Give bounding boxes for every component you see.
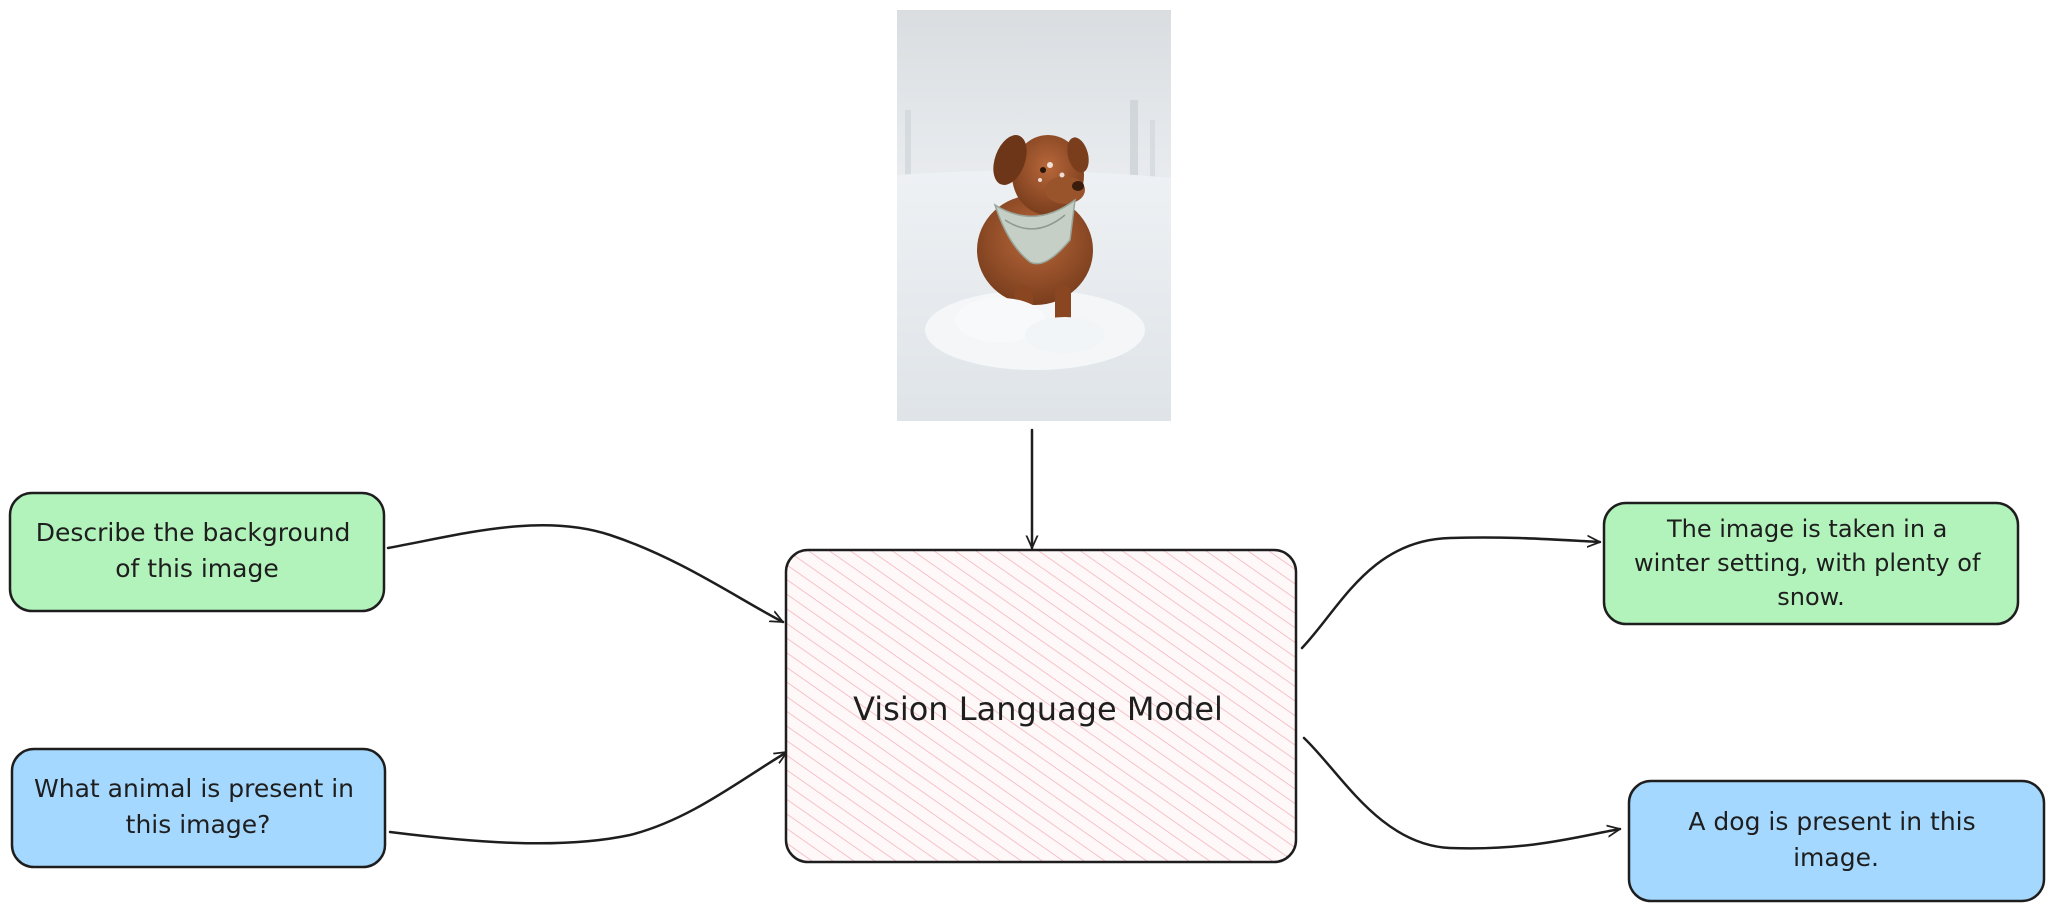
dog-photo xyxy=(897,10,1171,421)
edge-animal-question-to-model xyxy=(388,750,789,845)
background-answer-line-3: snow. xyxy=(1777,583,1844,611)
background-question-line-1: Describe the background xyxy=(36,518,351,547)
model-node: Vision Language Model xyxy=(784,548,1298,864)
animal-question-node: What animal is present in this image? xyxy=(10,747,387,869)
svg-text:The image is taken in a: The image is taken in a winter setting, … xyxy=(1634,515,1988,611)
animal-answer-line-1: A dog is present in this xyxy=(1688,807,1975,836)
svg-text:Describe the background: Describe the background of this image xyxy=(36,518,359,583)
animal-answer-node: A dog is present in this image. xyxy=(1627,779,2046,903)
animal-question-line-2: this image? xyxy=(126,810,271,839)
background-answer-node: The image is taken in a winter setting, … xyxy=(1602,501,2020,626)
background-answer-line-1: The image is taken in a xyxy=(1666,515,1947,543)
edge-model-to-animal-answer xyxy=(1302,736,1622,850)
svg-text:What animal is present in: What animal is present in this image? xyxy=(34,774,362,839)
background-answer-line-2: winter setting, with plenty of xyxy=(1634,549,1981,577)
model-label: Vision Language Model xyxy=(853,690,1223,728)
background-question-line-2: of this image xyxy=(115,554,278,583)
background-question-node: Describe the background of this image xyxy=(8,491,386,613)
edges xyxy=(386,428,1622,850)
animal-answer-line-2: image. xyxy=(1793,843,1879,872)
edge-model-to-background-answer xyxy=(1300,537,1602,650)
svg-text:A dog is present in this: A dog is present in this image. xyxy=(1688,807,1983,872)
edge-background-question-to-model xyxy=(386,523,785,624)
animal-question-line-1: What animal is present in xyxy=(34,774,354,803)
